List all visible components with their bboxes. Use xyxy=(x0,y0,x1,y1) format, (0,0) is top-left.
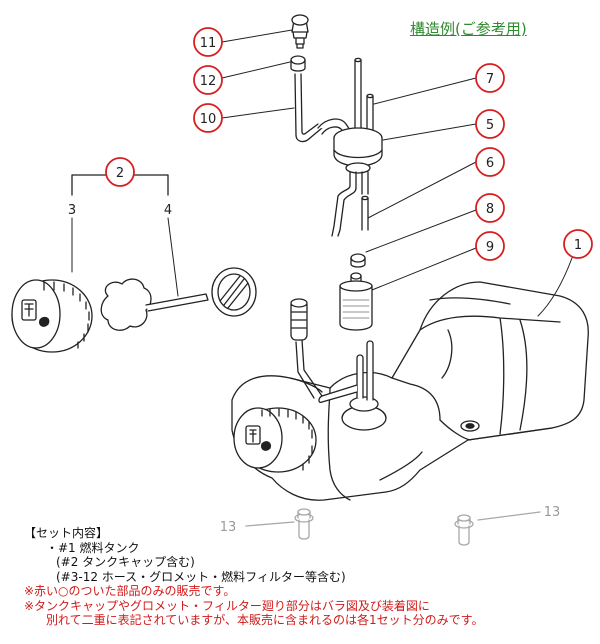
label-part-13-right: 13 xyxy=(544,505,561,520)
part-12-ring xyxy=(290,55,306,72)
svg-text:1: 1 xyxy=(574,238,582,253)
leader-lines xyxy=(221,29,573,317)
callout-8: 8 xyxy=(475,193,505,223)
svg-text:6: 6 xyxy=(486,156,494,171)
notes-heading: 【セット内容】 xyxy=(24,526,109,540)
part-8-grommet xyxy=(350,253,366,268)
inner-cap-strap-part-4 xyxy=(100,267,257,331)
callout-9: 9 xyxy=(475,231,505,261)
callout-1: 1 xyxy=(563,229,593,259)
callout-2-bracket xyxy=(71,174,179,297)
svg-text:8: 8 xyxy=(486,202,494,217)
notes-red-2: ※タンクキャップやグロメット・フィルター廻り部分はバラ図及び装着図に xyxy=(24,598,430,613)
svg-text:2: 2 xyxy=(116,166,124,181)
callout-11: 11 xyxy=(193,27,223,57)
notes-item-1: ・#1 燃料タンク xyxy=(46,540,140,555)
svg-text:5: 5 xyxy=(486,118,494,133)
part-13-bolts xyxy=(245,508,541,546)
label-part-13-left: 13 xyxy=(220,520,237,535)
callout-5: 5 xyxy=(475,109,505,139)
callout-10: 10 xyxy=(193,103,223,133)
part-9-fuel-filter xyxy=(339,272,373,331)
svg-text:12: 12 xyxy=(200,74,217,89)
svg-text:10: 10 xyxy=(200,112,217,127)
callout-2: 2 xyxy=(105,157,135,187)
callout-12: 12 xyxy=(193,65,223,95)
svg-text:11: 11 xyxy=(200,36,217,51)
callout-6: 6 xyxy=(475,147,505,177)
label-part-3: 3 xyxy=(68,203,76,218)
set-contents-notes: 【セット内容】 ・#1 燃料タンク (#2 タンクキャップ含む) (#3-12 … xyxy=(24,526,594,628)
tank-cap-part-3 xyxy=(11,279,93,353)
notes-red-1: ※赤い○のついた部品のみの販売です。 xyxy=(24,584,236,598)
callout-7: 7 xyxy=(475,63,505,93)
diagram-title: 構造例(ご参考用) xyxy=(410,20,527,38)
tank-cap-installed xyxy=(233,407,317,473)
svg-text:9: 9 xyxy=(486,240,494,255)
part-11-cap xyxy=(291,14,309,49)
svg-text:7: 7 xyxy=(486,72,494,87)
part-5-filter-housing xyxy=(317,57,383,174)
tank-grommet-installed xyxy=(290,298,387,431)
callout-circles: 11 12 10 7 5 2 xyxy=(105,27,593,261)
part-6-tube xyxy=(331,171,369,237)
part-10-hose xyxy=(294,73,323,143)
notes-item-1-sub-2: (#3-12 ホース・グロメット・燃料フィルター等含む) xyxy=(56,569,346,584)
label-part-4: 4 xyxy=(164,203,172,218)
notes-red-3: 別れて二重に表記されていますが、本販売に含まれるのは各1セット分のみです。 xyxy=(46,613,484,627)
notes-item-1-sub-1: (#2 タンクキャップ含む) xyxy=(56,555,195,569)
fuel-tank xyxy=(231,281,589,501)
